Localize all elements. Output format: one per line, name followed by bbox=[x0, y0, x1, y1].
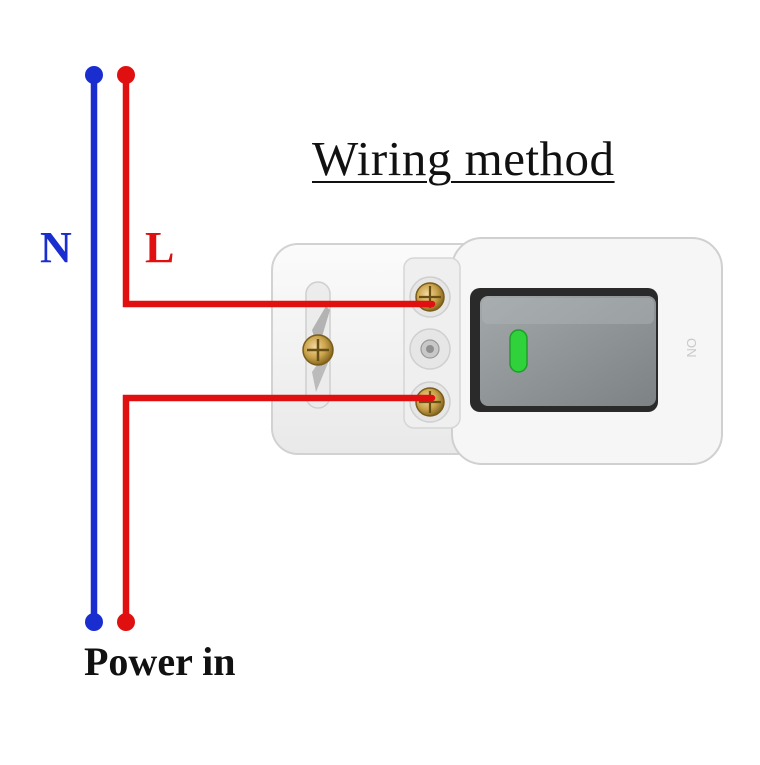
live-end-bottom bbox=[117, 613, 135, 631]
terminal-screw-top bbox=[409, 276, 451, 318]
live-end-top bbox=[117, 66, 135, 84]
indicator-light bbox=[509, 329, 528, 373]
neutral-end-top bbox=[85, 66, 103, 84]
terminal-screw-middle bbox=[409, 328, 451, 370]
switch-side-text: ON bbox=[684, 338, 699, 358]
screw-icon bbox=[302, 334, 334, 366]
neutral-end-bottom bbox=[85, 613, 103, 631]
live-wire bbox=[117, 66, 436, 631]
rocker-switch-icon bbox=[470, 288, 658, 412]
terminal-screw-bottom bbox=[409, 381, 451, 423]
live-label: L bbox=[145, 223, 175, 272]
diagram-title: Wiring method bbox=[312, 131, 615, 186]
neutral-label: N bbox=[40, 223, 72, 272]
neutral-wire bbox=[85, 66, 103, 631]
power-in-label: Power in bbox=[84, 639, 236, 684]
